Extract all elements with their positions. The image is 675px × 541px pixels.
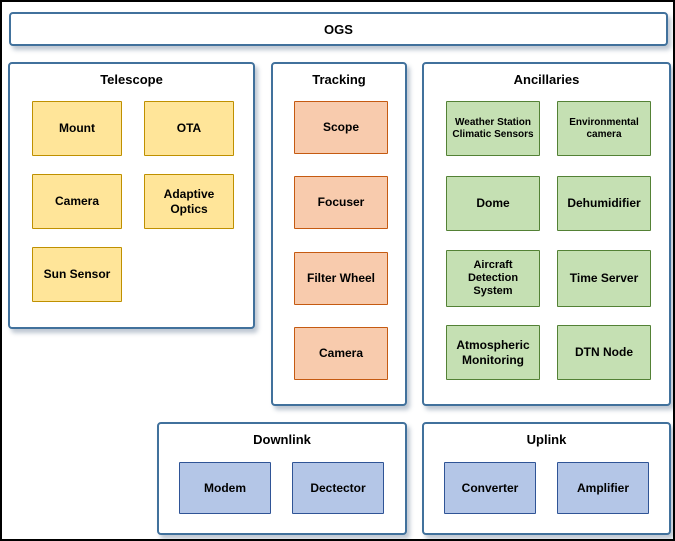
ancillaries-title: Ancillaries — [513, 72, 580, 87]
tracking-box-filter-wheel: Filter Wheel — [294, 252, 388, 305]
uplink-panel: Uplink Converter Amplifier — [422, 422, 671, 535]
uplink-box-amplifier: Amplifier — [557, 462, 649, 514]
telescope-panel: Telescope Mount OTA Camera Adaptive Opti… — [8, 62, 255, 329]
telescope-box-mount: Mount — [32, 101, 122, 156]
downlink-box-detector: Dectector — [292, 462, 384, 514]
ancillaries-box-environmental-camera: Environmental camera — [557, 101, 651, 156]
ancillaries-box-weather-station: Weather Station Climatic Sensors — [446, 101, 540, 156]
telescope-title: Telescope — [100, 72, 163, 87]
tracking-box-camera: Camera — [294, 327, 388, 380]
ancillaries-box-aircraft-detection: Aircraft Detection System — [446, 250, 540, 307]
tracking-panel: Tracking Scope Focuser Filter Wheel Came… — [271, 62, 407, 406]
ancillaries-box-dome: Dome — [446, 176, 540, 231]
downlink-box-modem: Modem — [179, 462, 271, 514]
tracking-box-scope: Scope — [294, 101, 388, 154]
ancillaries-box-dehumidifier: Dehumidifier — [557, 176, 651, 231]
downlink-title: Downlink — [253, 432, 311, 447]
ogs-title: OGS — [324, 21, 353, 37]
uplink-title: Uplink — [526, 432, 567, 447]
telescope-box-adaptive-optics: Adaptive Optics — [144, 174, 234, 229]
tracking-title: Tracking — [312, 72, 366, 87]
tracking-box-focuser: Focuser — [294, 176, 388, 229]
ogs-header: OGS — [9, 12, 668, 46]
downlink-panel: Downlink Modem Dectector — [157, 422, 407, 535]
ancillaries-box-atmospheric-monitoring: Atmospheric Monitoring — [446, 325, 540, 380]
telescope-box-sun-sensor: Sun Sensor — [32, 247, 122, 302]
ancillaries-box-dtn-node: DTN Node — [557, 325, 651, 380]
telescope-box-ota: OTA — [144, 101, 234, 156]
ancillaries-box-time-server: Time Server — [557, 250, 651, 307]
telescope-box-camera: Camera — [32, 174, 122, 229]
uplink-box-converter: Converter — [444, 462, 536, 514]
ancillaries-panel: Ancillaries Weather Station Climatic Sen… — [422, 62, 671, 406]
